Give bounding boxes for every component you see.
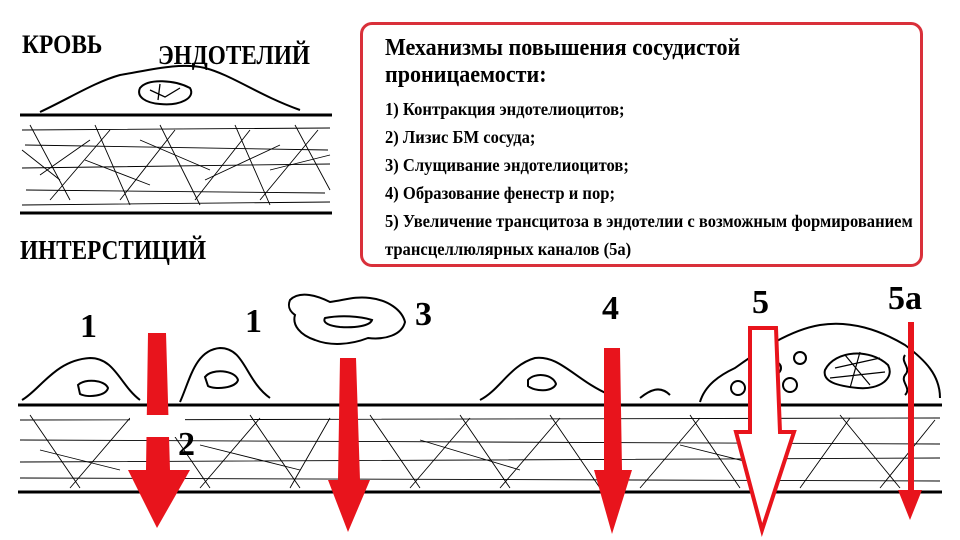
arrow-4 — [594, 348, 632, 534]
mechanism-item: 1) Контракция эндотелиоцитов; — [385, 95, 914, 123]
channel-5a — [904, 355, 908, 395]
marker-1-left: 1 — [80, 310, 97, 344]
reference-wall — [20, 66, 332, 213]
mechanisms-title: Механизмы повышения сосудистой проницаем… — [385, 35, 863, 89]
arrow-5-hollow — [736, 328, 794, 530]
arrow-3 — [328, 358, 370, 532]
basement-membrane-fibres — [22, 125, 330, 205]
mechanisms-box: Механизмы повышения сосудистой проницаем… — [360, 22, 923, 267]
marker-4: 4 — [602, 292, 619, 326]
fenestrated-cell-4 — [480, 358, 670, 400]
label-endothelium: ЭНДОТЕЛИЙ — [158, 40, 310, 71]
mechanisms-list: 1) Контракция эндотелиоцитов; 2) Лизис Б… — [385, 95, 914, 263]
contracted-cell-2 — [180, 348, 270, 402]
label-blood: КРОВЬ — [22, 30, 102, 60]
mechanism-item: 4) Образование фенестр и пор; — [385, 179, 914, 207]
marker-2: 2 — [178, 428, 195, 462]
marker-5: 5 — [752, 286, 769, 320]
desquamated-cell-3 — [289, 295, 405, 344]
marker-3: 3 — [415, 298, 432, 332]
membrane-gap — [130, 415, 185, 437]
mechanism-item: 3) Слущивание эндотелиоцитов; — [385, 151, 914, 179]
mechanism-item: 5) Увеличение трансцитоза в эндотелии с … — [385, 207, 914, 263]
nucleus-5 — [825, 354, 890, 389]
marker-1-right: 1 — [245, 305, 262, 339]
arrow-5a — [898, 322, 922, 520]
mechanism-item: 2) Лизис БМ сосуда; — [385, 123, 914, 151]
marker-5a: 5а — [888, 282, 922, 316]
reference-nucleus — [139, 81, 191, 104]
label-interstitium: ИНТЕРСТИЦИЙ — [20, 235, 206, 266]
